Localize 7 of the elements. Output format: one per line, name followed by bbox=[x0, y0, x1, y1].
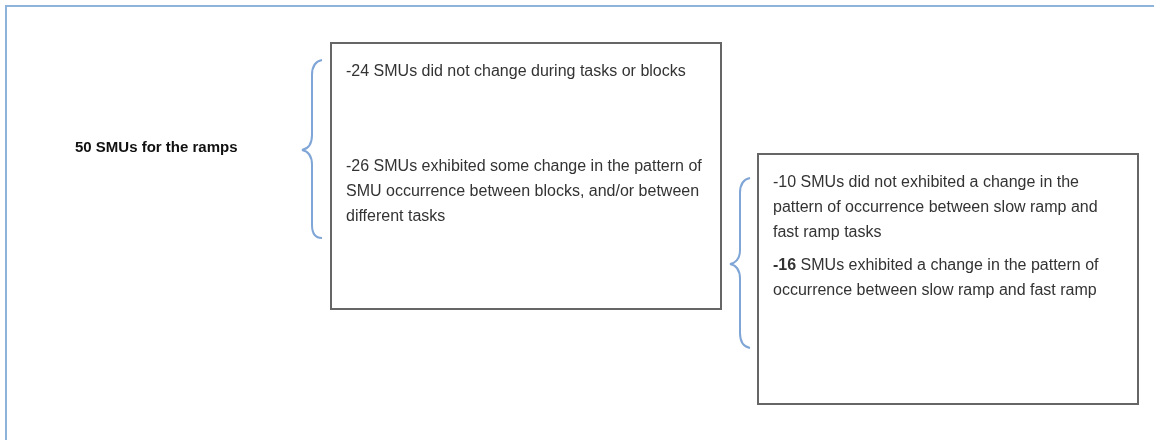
note-text: -10 SMUs did not exhibited a change in the pattern of occurrence between slow ramp and fast ramp tasks bbox=[773, 172, 1099, 242]
text-box bbox=[330, 42, 722, 310]
note-text: -16 SMUs exhibited a change in the pattern of occurrence between slow ramp and fast ramp bbox=[773, 255, 1100, 300]
note-text: -26 SMUs exhibited some change in the pattern of SMU occurrence between blocks, and/or between different tasks bbox=[346, 156, 703, 226]
text-box bbox=[757, 153, 1139, 405]
note-text: -24 SMUs did not change during tasks or blocks bbox=[346, 61, 687, 81]
group-label: 50 SMUs for the ramps bbox=[75, 138, 238, 155]
